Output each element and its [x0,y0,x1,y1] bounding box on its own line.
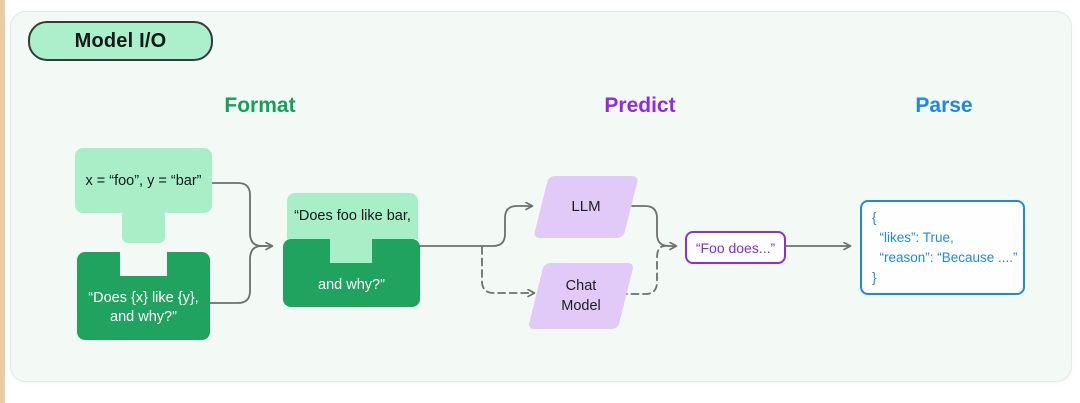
model-output-box: “Foo does...” [685,231,786,264]
parsed-json-box: { “likes”: True, “reason”: “Because ....… [860,200,1025,295]
model-output-text: “Foo does...” [695,239,776,256]
json-line: } [872,270,877,285]
formatted-prompt-bottom-piece: and why?” [283,263,420,307]
prompt-template-piece: “Does {x} like {y}, and why?” [77,276,210,340]
input-values-piece: x = “foo”, y = “bar” [75,148,212,213]
llm-node-label: LLM [571,198,601,215]
json-line: “likes”: True, [872,230,954,245]
chat-model-label-line1: Chat [565,278,597,294]
chat-model-node-label: Chat Model [536,263,626,329]
json-line: { [872,210,877,225]
formatted-prompt-bottom-shoulder [372,239,420,263]
prompt-template-text-line2: and why?” [110,309,177,325]
model-io-badge-label: Model I/O [74,29,167,52]
parse-heading: Parse [915,94,973,117]
predict-heading: Predict [604,94,676,117]
prompt-template-piece-shoulder [77,252,120,276]
formatted-prompt-top-piece: “Does foo like bar, [287,193,418,239]
model-io-badge: Model I/O [28,21,213,61]
formatted-prompt-bottom-shoulder [283,239,330,263]
format-heading: Format [224,94,296,117]
formatted-prompt-tab [330,239,372,263]
formatted-prompt-text-line2: and why?” [318,277,385,293]
input-values-text: x = “foo”, y = “bar” [85,172,202,189]
left-edge-strip [0,0,5,403]
chat-model-label-line2: Model [561,298,601,314]
prompt-template-piece-shoulder [167,252,210,276]
input-values-piece-tab [122,213,165,243]
json-line: “reason”: “Because ....” [872,250,1018,265]
formatted-prompt-text-line1: “Does foo like bar, [294,208,411,224]
prompt-template-text-line1: “Does {x} like {y}, [88,290,199,306]
